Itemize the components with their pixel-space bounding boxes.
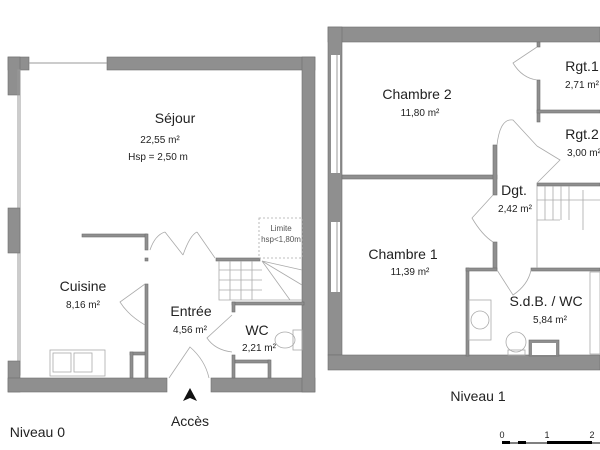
room-area: 11,39 m² bbox=[390, 267, 430, 278]
room-area: 2,21 m² bbox=[242, 343, 276, 354]
room-area: 5,84 m² bbox=[533, 315, 567, 326]
room-area: 8,16 m² bbox=[66, 300, 100, 311]
room-name: WC bbox=[245, 322, 269, 338]
room-area: 22,55 m² bbox=[140, 135, 180, 146]
room-name: Chambre 2 bbox=[382, 86, 452, 102]
room-name: Chambre 1 bbox=[368, 246, 438, 262]
room-area: 2,71 m² bbox=[565, 80, 599, 91]
room-name: Rgt.1 bbox=[565, 58, 599, 74]
height-limit-note: Limite bbox=[270, 224, 292, 233]
level-1-label: Niveau 1 bbox=[450, 388, 506, 404]
level-1-walls bbox=[327, 26, 600, 371]
room-name: Rgt.2 bbox=[565, 126, 599, 142]
room-area: 3,00 m² bbox=[567, 148, 600, 159]
level-0-label: Niveau 0 bbox=[9, 424, 65, 440]
room-name: Séjour bbox=[154, 110, 196, 126]
room-height: Hsp = 2,50 m bbox=[128, 152, 188, 163]
height-limit-note: hsp<1,80m bbox=[261, 235, 301, 244]
scale-bar bbox=[502, 441, 600, 444]
room-area: 4,56 m² bbox=[173, 325, 207, 336]
room-name: Entrée bbox=[170, 303, 212, 319]
level-0-walls bbox=[7, 56, 316, 401]
room-name: S.d.B. / WC bbox=[509, 293, 583, 309]
room-name: Dgt. bbox=[501, 182, 527, 198]
room-area: 11,80 m² bbox=[400, 108, 440, 119]
scale-tick: 0 bbox=[499, 430, 505, 440]
scale-tick: 2 bbox=[589, 430, 595, 440]
access-label: Accès bbox=[170, 413, 210, 429]
room-name: Cuisine bbox=[59, 278, 107, 294]
access-arrow-icon bbox=[183, 388, 197, 401]
room-area: 2,42 m² bbox=[498, 204, 532, 215]
scale-tick: 1 bbox=[544, 430, 550, 440]
